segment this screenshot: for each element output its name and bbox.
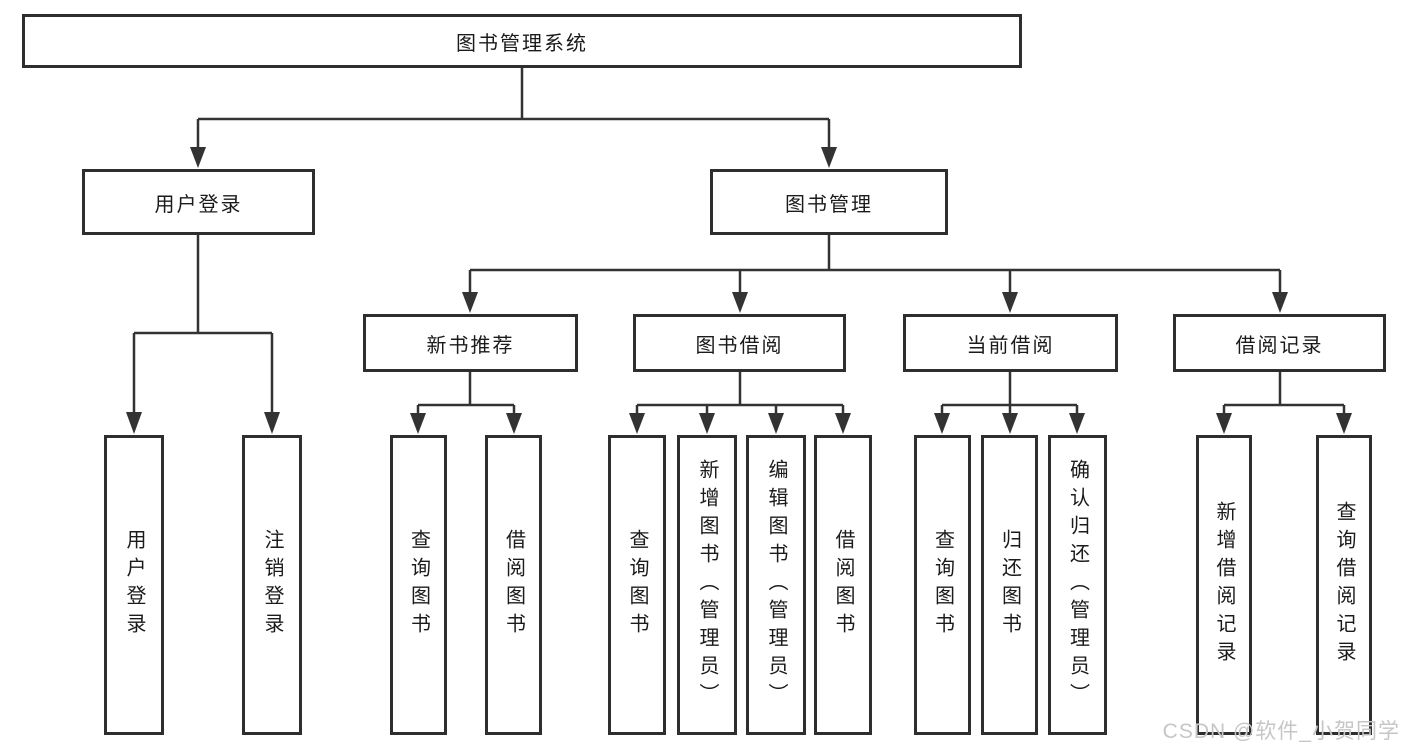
leaf-borrow-books-recommend-label: 借阅图书 xyxy=(502,529,525,641)
connector-root-to-level2 xyxy=(196,68,831,150)
leaf-query-borrow-record-label: 查询借阅记录 xyxy=(1333,501,1355,669)
leaf-return-books-label: 归还图书 xyxy=(998,529,1021,641)
leaf-user-login-label: 用户登录 xyxy=(123,529,145,641)
leaf-add-books-admin: 新增图书（管理员） xyxy=(677,435,737,735)
arrowhead xyxy=(410,413,426,434)
leaf-borrow-books-label: 借阅图书 xyxy=(832,529,854,641)
leaf-add-borrow-record: 新增借阅记录 xyxy=(1196,435,1252,735)
arrowhead xyxy=(1336,413,1352,434)
leaf-confirm-return-admin-label: 确认归还（管理员） xyxy=(1066,459,1089,711)
node-borrow-records: 借阅记录 xyxy=(1173,314,1386,372)
arrowhead xyxy=(768,413,784,434)
leaf-query-borrow-record: 查询借阅记录 xyxy=(1316,435,1372,735)
arrowhead xyxy=(821,147,837,168)
arrowhead xyxy=(190,147,206,168)
leaf-query-books-borrow-label: 查询图书 xyxy=(626,529,648,641)
leaf-edit-books-admin-label: 编辑图书（管理员） xyxy=(765,459,787,711)
node-book-management: 图书管理 xyxy=(710,169,948,235)
node-root-label: 图书管理系统 xyxy=(456,32,588,55)
node-user-login: 用户登录 xyxy=(82,169,315,235)
node-book-borrow-label: 图书借阅 xyxy=(695,334,784,357)
arrowhead xyxy=(264,412,280,434)
leaf-user-login: 用户登录 xyxy=(104,435,164,735)
node-root: 图书管理系统 xyxy=(22,14,1022,68)
leaf-add-borrow-record-label: 新增借阅记录 xyxy=(1213,501,1235,669)
csdn-watermark: CSDN @软件_小贺同学 xyxy=(1162,720,1400,743)
arrowhead xyxy=(126,412,142,434)
leaf-query-books-current-label: 查询图书 xyxy=(931,529,954,641)
connector-book-to-groups xyxy=(468,235,1282,295)
arrowhead xyxy=(1002,413,1018,434)
node-borrow-records-label: 借阅记录 xyxy=(1235,334,1324,357)
node-current-borrow-label: 当前借阅 xyxy=(966,334,1055,357)
connector-user-to-leaves xyxy=(132,235,274,416)
node-book-management-label: 图书管理 xyxy=(785,193,873,216)
connector-group4-to-leaves xyxy=(1222,372,1346,417)
leaf-confirm-return-admin: 确认归还（管理员） xyxy=(1048,435,1107,735)
node-new-book-recommend: 新书推荐 xyxy=(363,314,578,372)
connector-group2-to-leaves xyxy=(635,372,845,417)
leaf-edit-books-admin: 编辑图书（管理员） xyxy=(746,435,806,735)
leaf-query-books-recommend: 查询图书 xyxy=(390,435,447,735)
leaf-add-books-admin-label: 新增图书（管理员） xyxy=(696,459,718,711)
arrowhead xyxy=(835,413,851,434)
connector-group3-to-leaves xyxy=(940,372,1079,417)
leaf-return-books: 归还图书 xyxy=(981,435,1038,735)
arrowhead xyxy=(1002,292,1018,313)
leaf-borrow-books-recommend: 借阅图书 xyxy=(485,435,542,735)
arrowhead xyxy=(1272,292,1288,313)
leaf-borrow-books: 借阅图书 xyxy=(814,435,872,735)
arrowhead xyxy=(1216,413,1232,434)
arrowhead xyxy=(732,292,748,313)
leaf-logout: 注销登录 xyxy=(242,435,302,735)
leaf-query-books-recommend-label: 查询图书 xyxy=(407,529,430,641)
leaf-query-books-borrow: 查询图书 xyxy=(608,435,666,735)
node-current-borrow: 当前借阅 xyxy=(903,314,1118,372)
arrowhead xyxy=(699,413,715,434)
arrowhead xyxy=(462,292,478,313)
leaf-logout-label: 注销登录 xyxy=(261,529,283,641)
node-new-book-recommend-label: 新书推荐 xyxy=(426,334,515,357)
connector-group1-to-leaves xyxy=(416,372,516,417)
arrowhead xyxy=(1069,413,1085,434)
node-user-login-label: 用户登录 xyxy=(154,193,243,216)
arrowhead xyxy=(506,413,522,434)
node-book-borrow: 图书借阅 xyxy=(633,314,846,372)
arrowhead xyxy=(629,413,645,434)
arrowhead xyxy=(934,413,950,434)
leaf-query-books-current: 查询图书 xyxy=(914,435,971,735)
